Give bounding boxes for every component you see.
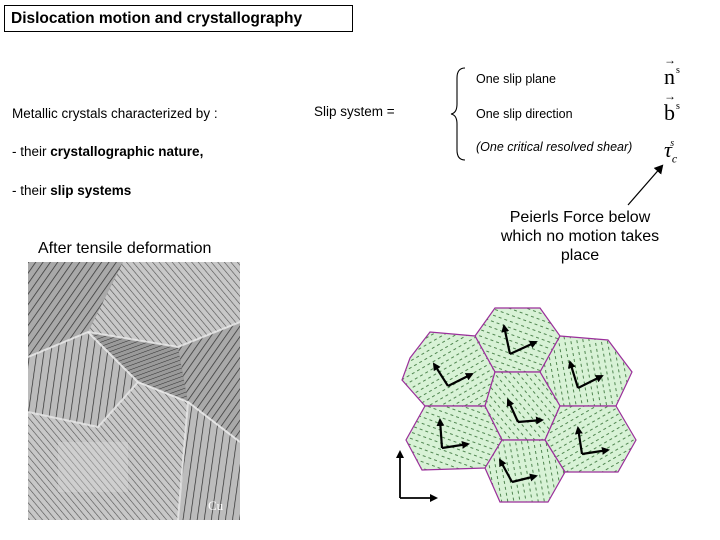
slip-system-label: Slip system = — [314, 104, 395, 119]
tensile-micrograph: Cu — [27, 262, 241, 521]
critical-shear-text: (One critical resolved shear) — [476, 140, 633, 154]
burgers-vector-symbol: →bs — [664, 89, 680, 125]
grain-diagram — [401, 307, 637, 503]
normal-vector-symbol: →ns — [664, 53, 680, 89]
bullet-bold-text: slip systems — [50, 183, 132, 198]
intro-text: Metallic crystals characterized by : — [12, 106, 218, 121]
peierls-note: Peierls Force below which no motion take… — [500, 209, 660, 264]
bullet-prefix: - their — [12, 144, 51, 159]
element-label: Cu — [208, 498, 224, 513]
vector-b: →b — [664, 89, 676, 125]
reference-axes — [396, 450, 438, 502]
curly-brace — [450, 67, 466, 161]
grain — [484, 439, 566, 503]
micrograph-caption: After tensile deformation — [38, 240, 212, 257]
bullet-prefix: - their — [12, 183, 51, 198]
micrograph-image — [27, 262, 241, 521]
slip-direction-text: One slip direction — [476, 107, 573, 121]
vector-arrow-icon: → — [664, 89, 676, 103]
tau-symbol: τcs — [664, 137, 678, 166]
bullet-crystallographic: - their crystallographic nature, — [12, 144, 203, 159]
vector-n: →n — [664, 53, 676, 89]
bullet-slip-systems: - their slip systems — [12, 183, 131, 198]
vector-arrow-icon: → — [664, 53, 676, 67]
slide-title: Dislocation motion and crystallography — [4, 5, 353, 32]
slip-plane-text: One slip plane — [476, 72, 556, 86]
bullet-bold-text: crystallographic nature, — [50, 144, 204, 159]
